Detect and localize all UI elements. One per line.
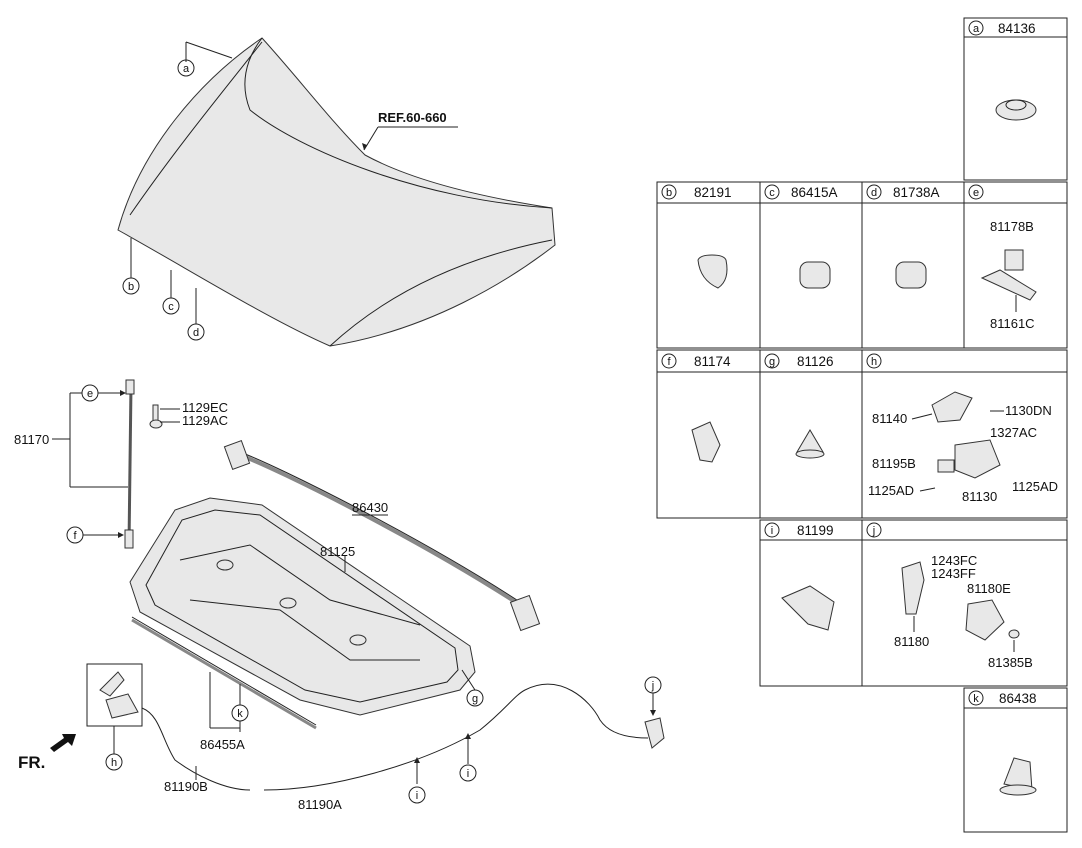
callout-k-text: k — [237, 708, 243, 720]
table-h-sub-3: 81195B — [872, 456, 916, 471]
label-1129EC: 1129EC — [182, 400, 228, 415]
table-b-letter: b — [666, 187, 672, 199]
table-g-letter: g — [769, 356, 775, 368]
table-d-partno: 81738A — [893, 185, 940, 200]
label-81190A: 81190A — [298, 797, 342, 812]
label-86430: 86430 — [352, 500, 388, 515]
hood-callouts: a b c d — [122, 41, 233, 341]
table-b-partno: 82191 — [694, 185, 732, 200]
table-k-letter: k — [973, 693, 979, 705]
table-h-sub-2: 1327AC — [990, 425, 1037, 440]
table-c-partno: 86415A — [791, 185, 838, 200]
hood-insulator: 81125 g — [129, 497, 484, 716]
release-cables: 81190B 81190A i i j — [141, 676, 665, 812]
table-f-partno: 81174 — [694, 354, 731, 369]
hood-panel — [117, 37, 556, 347]
latch-detail: h — [86, 663, 143, 771]
callout-a-text: a — [183, 63, 190, 75]
table-h-sub-1: 1130DN — [1005, 403, 1052, 418]
table-a-partno: 84136 — [998, 21, 1036, 36]
table-j-letter: j — [872, 525, 875, 537]
table-d-letter: d — [871, 187, 877, 199]
callout-f-text: f — [73, 530, 77, 542]
table-j-sub-3: 81180 — [894, 634, 929, 649]
table-h-letter: h — [871, 356, 877, 368]
seal-strip: k 86455A — [131, 616, 317, 752]
ref-callout: REF.60-660 — [362, 110, 458, 151]
table-h-sub-5: 81130 — [962, 489, 997, 504]
callout-h-text: h — [111, 757, 117, 769]
callout-e-text: e — [87, 388, 93, 400]
table-j-sub-0: 1243FC — [931, 553, 977, 568]
callout-j-text: j — [651, 680, 654, 692]
table-h-sub-6: 1125AD — [1012, 479, 1058, 494]
table-f-letter: f — [667, 356, 671, 368]
table-j-sub-2: 81180E — [967, 581, 1011, 596]
table-g-partno: 81126 — [797, 354, 834, 369]
callout-c-text: c — [168, 301, 174, 313]
table-e-sub-1: 81161C — [990, 316, 1035, 331]
table-h-sub-4: 1125AD — [868, 483, 914, 498]
weatherstrip: 86430 — [223, 440, 541, 632]
front-label: FR. — [18, 753, 45, 772]
parts-table: a 84136 b 82191 c 86415A d 81738A e 8117… — [656, 17, 1068, 833]
label-86455A: 86455A — [200, 737, 245, 752]
callout-g-text: g — [472, 693, 478, 705]
label-81170: 81170 — [14, 432, 49, 447]
callout-d-text: d — [193, 327, 199, 339]
table-e-letter: e — [973, 187, 979, 199]
table-k-partno: 86438 — [999, 691, 1037, 706]
hood-stay: 1129EC 1129AC 81170 e f — [14, 379, 228, 549]
label-81190B: 81190B — [164, 779, 208, 794]
table-i-partno: 81199 — [797, 523, 834, 538]
table-e-sub-0: 81178B — [990, 219, 1034, 234]
front-indicator: FR. — [18, 734, 76, 772]
callout-i2-text: i — [467, 768, 469, 780]
table-c-letter: c — [769, 187, 775, 199]
label-1129AC: 1129AC — [182, 413, 228, 428]
callout-b-text: b — [128, 281, 134, 293]
ref-label: REF.60-660 — [378, 110, 447, 125]
table-j-sub-4: 81385B — [988, 655, 1033, 670]
table-a-letter: a — [973, 23, 980, 35]
label-81125: 81125 — [320, 544, 355, 559]
table-h-sub-0: 81140 — [872, 411, 907, 426]
table-i-letter: i — [771, 525, 773, 537]
table-j-sub-1: 1243FF — [931, 566, 976, 581]
callout-i-text: i — [416, 790, 418, 802]
